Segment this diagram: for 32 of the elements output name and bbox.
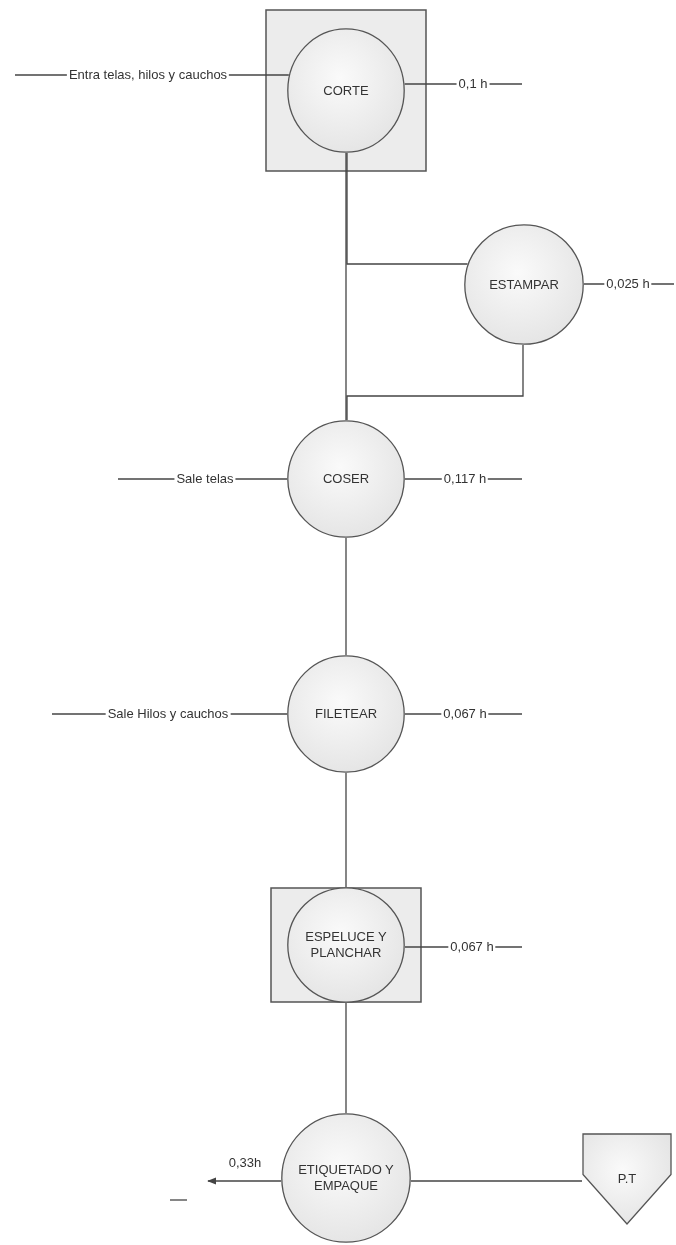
edge-label: Entra telas, hilos y cauchos — [66, 67, 230, 83]
flow-line — [346, 344, 524, 421]
edge-label: Sale Hilos y cauchos — [105, 706, 231, 722]
edge-label: 0,33h — [226, 1155, 264, 1171]
node-label: ETIQUETADO Y EMPAQUE — [297, 1161, 395, 1195]
storage-symbol — [582, 1133, 672, 1225]
node-label: ESPELUCE Y PLANCHAR — [304, 928, 388, 962]
flow-line — [345, 1002, 347, 1114]
node-label: P.T — [617, 1170, 637, 1188]
arrow — [207, 1177, 282, 1185]
edge-label: 0,117 h — [441, 471, 489, 487]
flow-line — [345, 537, 347, 656]
node-label: COSER — [322, 470, 370, 488]
flow-line — [346, 152, 469, 265]
operation-circle — [287, 420, 405, 538]
operation-circle — [287, 887, 405, 1003]
inspection-square — [270, 887, 422, 1003]
operation-circle — [464, 224, 584, 345]
flow-line — [345, 772, 347, 888]
flow-line — [345, 152, 347, 421]
edge-label: 0,067 h — [448, 939, 496, 955]
edge-label: 0,067 h — [441, 706, 489, 722]
edge-label: 0,1 h — [456, 76, 490, 92]
operation-circle — [287, 655, 405, 773]
inspection-square — [265, 9, 427, 172]
node-label: ESTAMPAR — [489, 276, 559, 293]
edge-label: 0,025 h — [604, 276, 652, 292]
operation-circle — [287, 28, 405, 153]
operation-circle — [281, 1113, 411, 1243]
node-label: CORTE — [323, 82, 369, 99]
node-label: FILETEAR — [314, 705, 378, 723]
flow-line — [410, 1180, 583, 1182]
